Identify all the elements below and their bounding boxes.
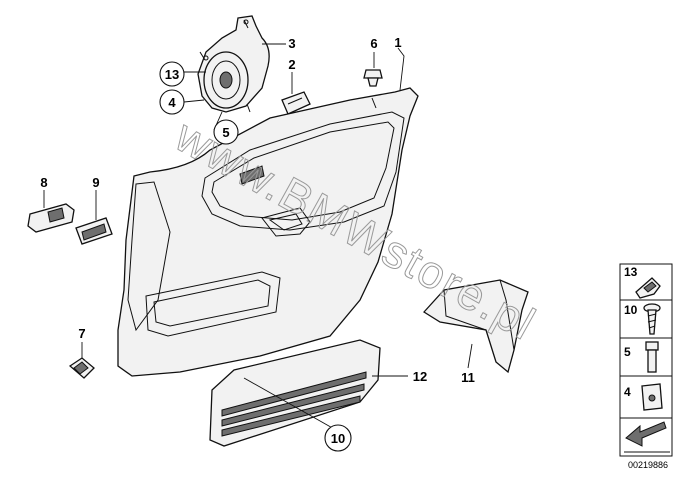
screw-icon [643,303,661,335]
legend-label-10: 10 [624,303,638,317]
callout-10: 10 [331,431,345,446]
callout-11: 11 [461,370,475,385]
callout-12: 12 [413,369,427,384]
direction-arrow-icon [624,421,670,453]
speaker-assembly [197,15,270,113]
nut-clip-icon [641,383,663,411]
callout-labels: 1 3 2 6 13 4 5 8 9 7 11 12 10 [40,35,475,452]
callout-8: 8 [40,175,47,190]
callout-5: 5 [222,125,229,140]
callout-9: 9 [92,175,99,190]
clip-icon [635,277,661,299]
part-2-badge [281,91,311,115]
bolt-icon [645,341,659,373]
callout-13: 13 [165,67,179,82]
legend-label-4: 4 [624,385,631,399]
callout-2: 2 [288,57,295,72]
part-8-bracket [27,203,75,233]
legend-label-5: 5 [624,345,631,359]
callout-1: 1 [394,35,401,50]
callout-7: 7 [78,326,85,341]
callout-6: 6 [370,36,377,51]
callout-3: 3 [288,36,295,51]
part-9-switch [75,217,113,245]
part-6-clip [363,69,383,87]
leader-lines [43,43,473,431]
callout-4: 4 [168,95,176,110]
part-11-cover [422,279,529,374]
hardware-legend: 13 10 5 4 [619,263,673,457]
part-12-pocket [209,339,381,447]
legend-label-13: 13 [624,265,638,279]
catalog-number: 00219886 [628,460,668,470]
part-7-clip [68,357,95,379]
door-trim-panel [117,87,419,377]
